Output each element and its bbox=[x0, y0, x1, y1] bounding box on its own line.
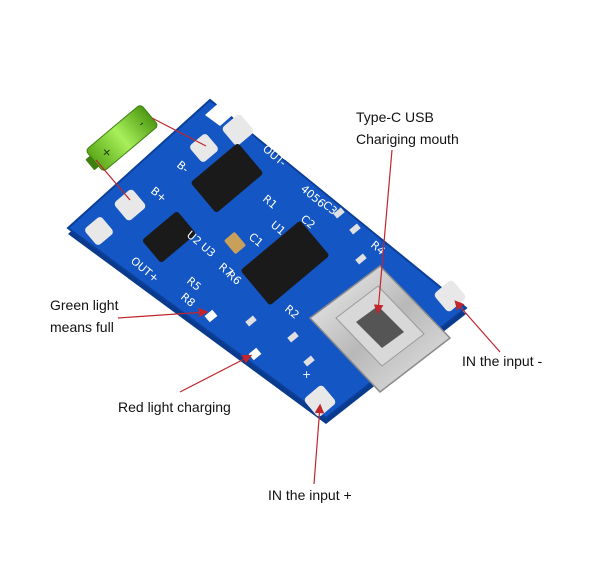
arrow-green bbox=[117, 307, 209, 319]
callout-green-line1: Green light bbox=[50, 297, 119, 313]
callout-typec-line2: Chariging mouth bbox=[356, 131, 459, 147]
callout-in-minus: IN the input - bbox=[462, 353, 543, 369]
arrow-in-minus bbox=[454, 300, 501, 353]
chip-protection bbox=[191, 143, 263, 213]
pad-b-plus bbox=[114, 189, 146, 221]
pad-in-plus bbox=[304, 385, 336, 417]
arrow-in-plus bbox=[313, 403, 325, 485]
chip-tp4056 bbox=[241, 221, 329, 305]
arrow-red bbox=[179, 354, 253, 393]
callout-in-plus: IN the input + bbox=[268, 487, 352, 503]
pad-out-plus bbox=[85, 217, 113, 245]
battery-wire-plus bbox=[95, 159, 131, 201]
callout-green-line2: means full bbox=[50, 319, 114, 335]
callout-typec-line1: Type-C USB bbox=[356, 109, 434, 125]
pad-b-minus-top bbox=[222, 114, 254, 146]
battery-icon: + - bbox=[85, 105, 158, 171]
battery-wire-minus bbox=[151, 117, 207, 147]
led-green bbox=[204, 309, 218, 323]
usb-c-port bbox=[308, 265, 452, 394]
callout-red: Red light charging bbox=[118, 399, 231, 415]
smd-parts bbox=[245, 207, 367, 367]
capacitor bbox=[224, 232, 246, 254]
silk-in-plus: + bbox=[302, 368, 311, 381]
silk-in-minus: - bbox=[424, 262, 428, 275]
arrow-typec bbox=[373, 149, 393, 315]
chip-mosfet bbox=[142, 211, 196, 263]
